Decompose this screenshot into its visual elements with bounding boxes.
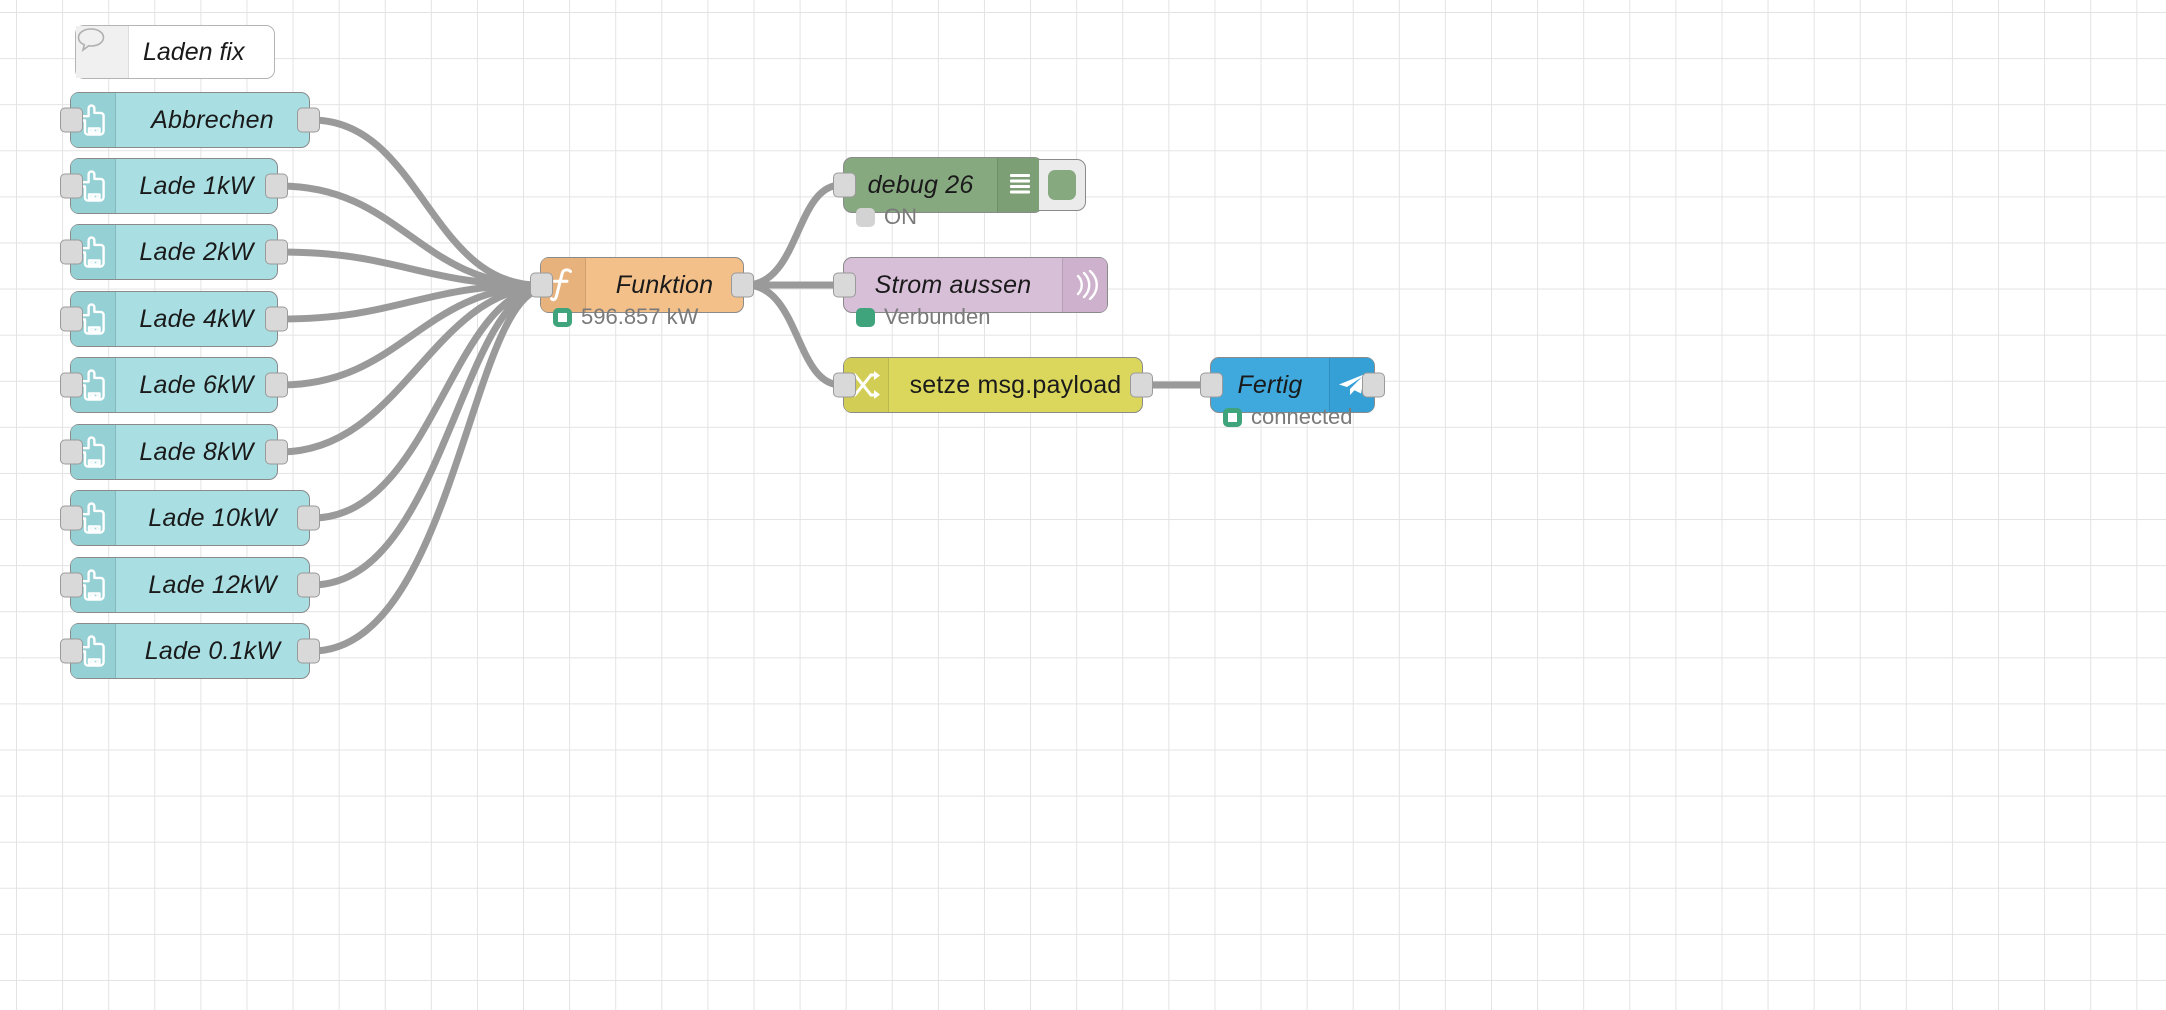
wire-lade10-to-funktion	[308, 284, 542, 522]
change-swap-icon	[844, 358, 889, 412]
status-indicator-icon	[553, 307, 572, 327]
inject-output-port[interactable]	[297, 107, 320, 133]
inject-input-port[interactable]	[60, 306, 83, 332]
debug-node[interactable]: debug 26	[833, 157, 1086, 213]
wire-abbrechen-to-funktion	[308, 116, 542, 289]
mqtt-out-node[interactable]: Strom aussen	[833, 257, 1108, 313]
function-output-port[interactable]	[731, 272, 754, 298]
telegram-output-port[interactable]	[1362, 372, 1385, 398]
mqtt-input-port[interactable]	[833, 272, 856, 298]
debug-input-port[interactable]	[833, 172, 856, 198]
inject-output-port[interactable]	[265, 372, 288, 398]
wire-lade1-to-funktion	[276, 182, 542, 289]
inject-node[interactable]: Lade 0.1kW	[60, 623, 320, 679]
telegram-status-text: connected	[1251, 404, 1353, 429]
mqtt-label: Strom aussen	[874, 270, 1032, 299]
wire-lade12-to-funktion	[308, 285, 542, 589]
debug-toggle-button[interactable]	[1039, 159, 1086, 211]
comment-label: Laden fix	[143, 37, 245, 66]
inject-label: Lade 12kW	[148, 570, 277, 599]
inject-input-port[interactable]	[60, 439, 83, 465]
change-input-port[interactable]	[833, 372, 856, 398]
inject-output-port[interactable]	[265, 439, 288, 465]
wire-lade01-to-funktion	[308, 286, 542, 655]
function-label: Funktion	[615, 270, 714, 299]
inject-node[interactable]: Lade 6kW	[60, 357, 288, 413]
telegram-node[interactable]: Fertig	[1200, 357, 1385, 413]
inject-node[interactable]: Lade 10kW	[60, 490, 320, 546]
inject-output-port[interactable]	[265, 239, 288, 265]
inject-hand-icon[interactable]	[71, 624, 116, 678]
telegram-input-port[interactable]	[1200, 372, 1223, 398]
change-node[interactable]: setze msg.payload	[833, 357, 1153, 413]
wire-lade4-to-funktion	[276, 281, 542, 323]
function-input-port[interactable]	[530, 272, 553, 298]
telegram-status: connected	[1223, 404, 1353, 430]
inject-output-port[interactable]	[297, 505, 320, 531]
status-indicator-icon	[1223, 407, 1242, 427]
wire-funktion-to-change	[742, 281, 845, 389]
inject-node[interactable]: Lade 2kW	[60, 224, 288, 280]
inject-input-port[interactable]	[60, 505, 83, 531]
inject-label: Lade 4kW	[139, 304, 254, 333]
inject-node[interactable]: Lade 1kW	[60, 158, 288, 214]
inject-label: Lade 2kW	[139, 237, 254, 266]
inject-output-port[interactable]	[265, 173, 288, 199]
wire-lade6-to-funktion	[276, 282, 542, 389]
inject-node[interactable]: Lade 8kW	[60, 424, 288, 480]
inject-input-port[interactable]	[60, 572, 83, 598]
function-node[interactable]: Funktion	[530, 257, 754, 313]
change-output-port[interactable]	[1130, 372, 1153, 398]
telegram-label: Fertig	[1237, 370, 1303, 399]
debug-status-text: ON	[884, 204, 917, 229]
inject-output-port[interactable]	[297, 638, 320, 664]
inject-output-port[interactable]	[297, 572, 320, 598]
inject-output-port[interactable]	[265, 306, 288, 332]
inject-input-port[interactable]	[60, 107, 83, 133]
change-label: setze msg.payload	[909, 370, 1122, 399]
status-indicator-icon	[856, 207, 875, 227]
inject-label: Lade 8kW	[139, 437, 254, 466]
wire-lade2-to-funktion	[276, 248, 542, 289]
inject-label: Lade 10kW	[148, 503, 277, 532]
wire-lade8-to-funktion	[276, 283, 542, 456]
status-indicator-icon	[856, 307, 875, 327]
inject-input-port[interactable]	[60, 372, 83, 398]
inject-label: Lade 6kW	[139, 370, 254, 399]
debug-status: ON	[856, 204, 917, 230]
comment-icon	[76, 26, 129, 78]
inject-node[interactable]: Lade 4kW	[60, 291, 288, 347]
function-status-text: 596.857 kW	[581, 304, 699, 329]
inject-label: Lade 1kW	[139, 171, 254, 200]
inject-input-port[interactable]	[60, 173, 83, 199]
function-status: 596.857 kW	[553, 304, 698, 330]
debug-lines-icon	[997, 158, 1042, 212]
inject-node[interactable]: Abbrechen	[60, 92, 320, 148]
inject-input-port[interactable]	[60, 638, 83, 664]
inject-label: Lade 0.1kW	[144, 636, 281, 665]
comment-node[interactable]: Laden fix	[75, 25, 275, 79]
mqtt-status-text: Verbunden	[884, 304, 991, 329]
debug-label: debug 26	[867, 170, 974, 199]
inject-node[interactable]: Lade 12kW	[60, 557, 320, 613]
mqtt-broadcast-icon	[1062, 258, 1107, 312]
mqtt-status: Verbunden	[856, 304, 990, 330]
inject-label: Abbrechen	[151, 105, 274, 134]
inject-input-port[interactable]	[60, 239, 83, 265]
wire-funktion-to-debug	[742, 181, 845, 289]
